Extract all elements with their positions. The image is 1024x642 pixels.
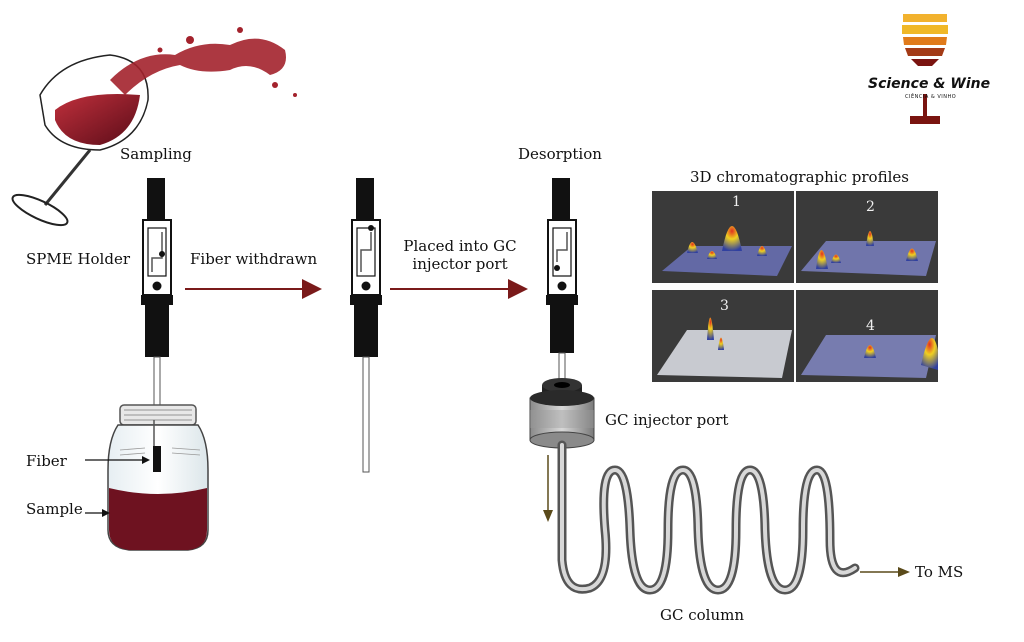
placed-into-port-line1: Placed into GC <box>403 237 517 255</box>
profile-3-surface <box>652 290 794 382</box>
profile-panel-4: 4 <box>796 290 938 382</box>
fiber-withdrawn-arrow <box>185 279 322 299</box>
profile-panel-3: 3 <box>652 290 794 382</box>
profile-panel-2: 2 <box>796 191 938 283</box>
logo-title: Science & Wine <box>868 76 991 92</box>
gc-injector-port <box>529 378 595 449</box>
spme-holder-2 <box>350 178 382 473</box>
profile-1-number: 1 <box>732 194 741 210</box>
gc-injector-port-label: GC injector port <box>605 411 729 429</box>
profile-2-number: 2 <box>866 199 875 215</box>
wine-glass-illustration <box>11 27 297 227</box>
placed-into-port-line2: injector port <box>412 255 508 273</box>
profiles-title: 3D chromatographic profiles <box>690 168 909 186</box>
fiber-label: Fiber <box>26 452 67 470</box>
profile-1-surface <box>652 191 794 283</box>
sampling-label: Sampling <box>120 145 192 163</box>
profile-4-surface <box>796 290 938 382</box>
profile-panel-1: 1 <box>652 191 794 283</box>
desorption-label: Desorption <box>518 145 602 163</box>
profile-3-number: 3 <box>720 298 729 314</box>
placed-into-port-label: Placed into GC injector port <box>400 237 520 273</box>
profile-4-number: 4 <box>866 318 875 334</box>
to-ms-arrow <box>860 567 910 577</box>
logo-subtitle: CIÊNCIA & VINHO <box>905 94 957 100</box>
to-ms-label: To MS <box>915 563 964 581</box>
fiber-withdrawn-label: Fiber withdrawn <box>190 250 318 268</box>
sample-label: Sample <box>26 500 83 518</box>
spme-holder-label: SPME Holder <box>26 250 131 268</box>
sample-jar <box>107 404 209 551</box>
placed-into-port-arrow <box>390 279 528 299</box>
gc-column-label: GC column <box>660 606 745 624</box>
fiber-pointer-arrow <box>85 456 150 464</box>
gc-column-coil <box>557 440 860 595</box>
science-wine-logo-graphic <box>902 14 948 124</box>
spme-holder-3 <box>546 178 578 394</box>
flow-down-arrow <box>543 455 553 522</box>
profile-2-surface <box>796 191 938 283</box>
spme-holder-1 <box>141 178 173 406</box>
sample-pointer-arrow <box>85 509 110 517</box>
